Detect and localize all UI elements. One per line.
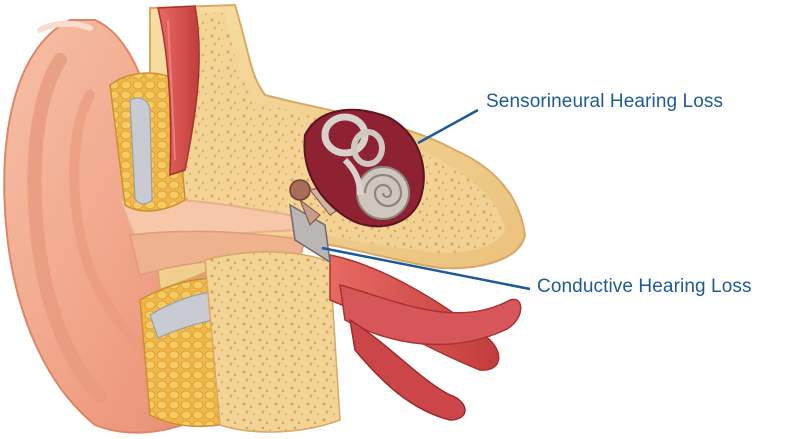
sensorineural-pointer-line [418, 110, 478, 143]
sensorineural-hearing-loss-label: Sensorineural Hearing Loss [486, 91, 723, 113]
conductive-hearing-loss-label: Conductive Hearing Loss [537, 276, 752, 298]
cochlea [357, 167, 409, 219]
malleus [290, 180, 310, 200]
eustachian-tube-muscles [330, 255, 521, 420]
temporal-bone-lower [205, 252, 340, 432]
